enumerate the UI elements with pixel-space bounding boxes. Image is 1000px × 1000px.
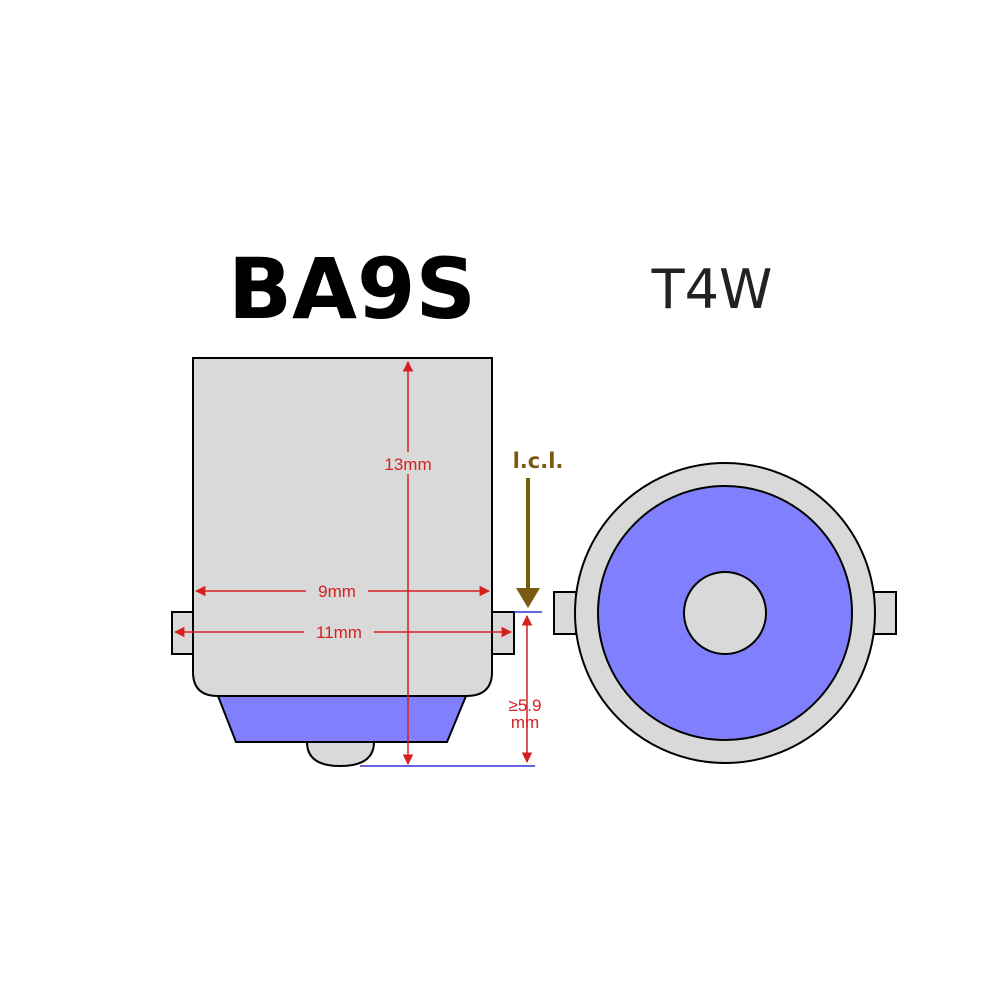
- lcl-label: l.c.l.: [513, 449, 564, 473]
- left-bayonet-pin: [171, 611, 195, 655]
- metal-shell: [192, 357, 493, 697]
- right-bayonet-pin: [491, 611, 515, 655]
- height-dimension-label: 13mm: [384, 455, 431, 474]
- bottom-view-right-pin: [873, 591, 897, 635]
- pin-distance-label-unit: mm: [511, 713, 539, 732]
- outer-width-dimension-label: 11mm: [316, 623, 362, 642]
- base-name-title: BA9S: [228, 240, 476, 338]
- bottom-view-center-contact: [683, 571, 767, 655]
- pin-distance-label-value: ≥5.9: [509, 696, 542, 715]
- bulb-type-label: T4W: [651, 258, 773, 321]
- lcl-arrow-head: [516, 588, 540, 608]
- bottom-contact-tip: [305, 741, 376, 768]
- inner-width-dimension-label: 9mm: [318, 582, 356, 601]
- insulator-section: [216, 695, 468, 743]
- bottom-view-left-pin: [553, 591, 577, 635]
